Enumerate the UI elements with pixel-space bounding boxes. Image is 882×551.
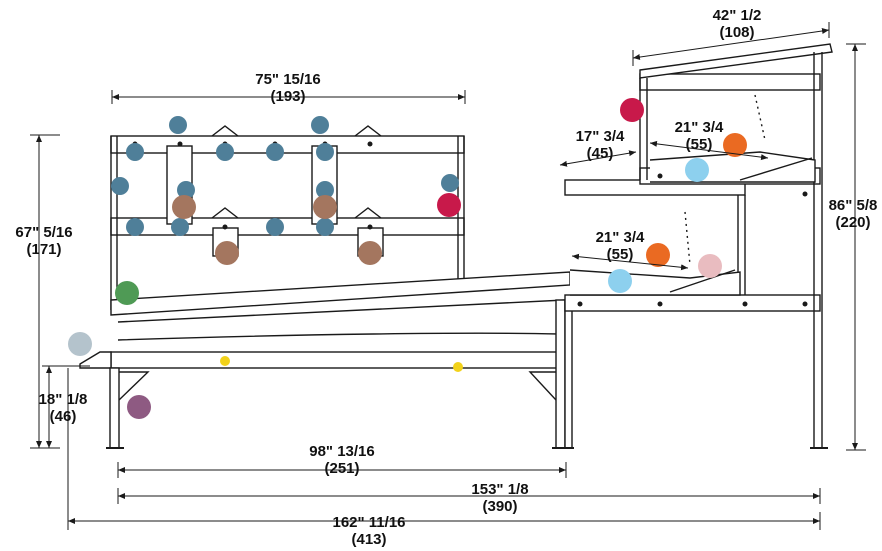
dim-step-offset: 17" 3/4 (45) <box>557 128 643 162</box>
dim-upper-hopper-width-imperial: 75" 15/16 <box>255 71 321 88</box>
marker-brown-4 <box>358 241 382 265</box>
dim-lower-tray-depth: 21" 3/4 (55) <box>577 229 663 263</box>
dim-conveyor-height-metric: (46) <box>49 408 77 425</box>
marker-steel-blue-4 <box>216 143 234 161</box>
dim-upper-tray-depth: 21" 3/4 (55) <box>656 119 742 153</box>
dim-step-offset-metric: (45) <box>586 145 614 162</box>
dim-overall-frame-length-imperial: 153" 1/8 <box>471 481 529 498</box>
marker-yellow-2 <box>453 362 463 372</box>
dim-left-height: 67" 5/16 (171) <box>4 224 84 258</box>
marker-pink <box>698 254 722 278</box>
dim-top-shelf-width-imperial: 42" 1/2 <box>712 7 762 24</box>
dim-top-shelf-width-metric: (108) <box>719 24 755 41</box>
marker-light-blue-1 <box>685 158 709 182</box>
dim-top-shelf-width: 42" 1/2 (108) <box>687 7 787 41</box>
marker-steel-blue-12 <box>171 218 189 236</box>
marker-yellow-1 <box>220 356 230 366</box>
marker-crimson-2 <box>620 98 644 122</box>
marker-brown-1 <box>172 195 196 219</box>
dim-step-offset-imperial: 17" 3/4 <box>575 128 625 145</box>
marker-steel-blue-14 <box>316 218 334 236</box>
dim-frame-length: 98" 13/16 (251) <box>282 443 402 477</box>
marker-brown-2 <box>313 195 337 219</box>
dim-lower-tray-depth-metric: (55) <box>606 246 634 263</box>
marker-steel-blue-13 <box>266 218 284 236</box>
marker-steel-blue-2 <box>311 116 329 134</box>
dim-upper-hopper-width-metric: (193) <box>270 88 306 105</box>
marker-brown-3 <box>215 241 239 265</box>
dim-conveyor-height-imperial: 18" 1/8 <box>38 391 88 408</box>
marker-light-blue-2 <box>608 269 632 293</box>
dim-upper-tray-depth-imperial: 21" 3/4 <box>674 119 724 136</box>
dim-total-height: 86" 5/8 (220) <box>824 197 882 231</box>
marker-purple <box>127 395 151 419</box>
marker-steel-blue-6 <box>316 143 334 161</box>
marker-steel-blue-5 <box>266 143 284 161</box>
colored-markers <box>68 98 747 419</box>
dim-overall-frame-length-metric: (390) <box>482 498 518 515</box>
dim-overall-frame-length: 153" 1/8 (390) <box>440 481 560 515</box>
marker-steel-blue-7 <box>111 177 129 195</box>
dim-upper-hopper-width: 75" 15/16 (193) <box>228 71 348 105</box>
marker-crimson-1 <box>437 193 461 217</box>
dim-overall-length-metric: (413) <box>351 531 387 548</box>
marker-light-gray-blue <box>68 332 92 356</box>
marker-steel-blue-9 <box>316 181 334 199</box>
machine-frame <box>79 43 833 449</box>
dim-conveyor-height: 18" 1/8 (46) <box>23 391 103 425</box>
dim-left-height-metric: (171) <box>26 241 62 258</box>
dim-frame-length-imperial: 98" 13/16 <box>309 443 375 460</box>
marker-steel-blue-3 <box>126 143 144 161</box>
dim-overall-length: 162" 11/16 (413) <box>309 514 429 548</box>
marker-steel-blue-1 <box>169 116 187 134</box>
dimension-lines <box>30 22 866 530</box>
dim-total-height-imperial: 86" 5/8 <box>828 197 878 214</box>
dim-upper-tray-depth-metric: (55) <box>685 136 713 153</box>
dim-overall-length-imperial: 162" 11/16 <box>332 514 406 531</box>
dim-frame-length-metric: (251) <box>324 460 360 477</box>
dim-lower-tray-depth-imperial: 21" 3/4 <box>595 229 645 246</box>
dim-total-height-metric: (220) <box>835 214 871 231</box>
marker-green <box>115 281 139 305</box>
marker-steel-blue-8 <box>177 181 195 199</box>
dim-left-height-imperial: 67" 5/16 <box>15 224 73 241</box>
marker-steel-blue-10 <box>441 174 459 192</box>
marker-steel-blue-11 <box>126 218 144 236</box>
